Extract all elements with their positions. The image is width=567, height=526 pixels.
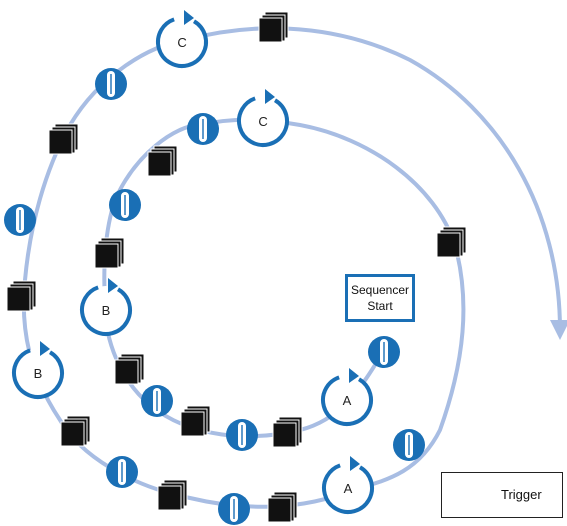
stage-label: C [258, 114, 267, 129]
trigger-icon [108, 188, 142, 222]
frame-stack-icon [147, 145, 178, 177]
frame-stack-icon [272, 416, 303, 448]
stage-marker-b-outer: B [12, 341, 64, 399]
stage-label: A [343, 393, 352, 408]
trigger-icon [94, 67, 128, 101]
inner-track [102, 117, 466, 491]
trigger-icon [225, 418, 259, 452]
stage-label: B [34, 366, 43, 381]
frame-stack-icon [114, 353, 145, 385]
frame-stack-icon [157, 479, 188, 511]
trigger-icon [3, 203, 37, 237]
sequencer-start-line2: Start [367, 299, 393, 313]
stage-label: B [102, 303, 111, 318]
legend-label: Trigger [501, 487, 542, 502]
frame-stack-icon [180, 405, 211, 437]
stage-marker-a-inner: A [321, 368, 373, 426]
frame-stack-icon [60, 415, 91, 447]
stage-marker-c-outer: C [156, 10, 208, 68]
sequencer-start-line1: Sequencer [350, 283, 410, 297]
frame-stack-icon [267, 491, 298, 523]
frame-stack-icon [436, 226, 467, 258]
stage-label: A [344, 481, 353, 496]
frame-stack-icon [48, 123, 79, 155]
stage-marker-b-inner: B [80, 278, 132, 336]
trigger-icon [140, 384, 174, 418]
legend: Trigger [441, 472, 563, 518]
trigger-icon [217, 492, 251, 526]
trigger-icon [367, 335, 401, 369]
trigger-icon [186, 112, 220, 146]
frame-stack-icon [258, 11, 289, 43]
sequencer-start-box: Sequencer Start [345, 274, 415, 322]
frame-stack-icon [94, 237, 125, 269]
stage-marker-c-inner: C [237, 89, 289, 147]
trigger-icon [392, 428, 426, 462]
stage-label: C [177, 35, 186, 50]
frame-stack-icon [6, 280, 37, 312]
stage-marker-a-outer: A [322, 456, 374, 514]
trigger-icon [105, 455, 139, 489]
